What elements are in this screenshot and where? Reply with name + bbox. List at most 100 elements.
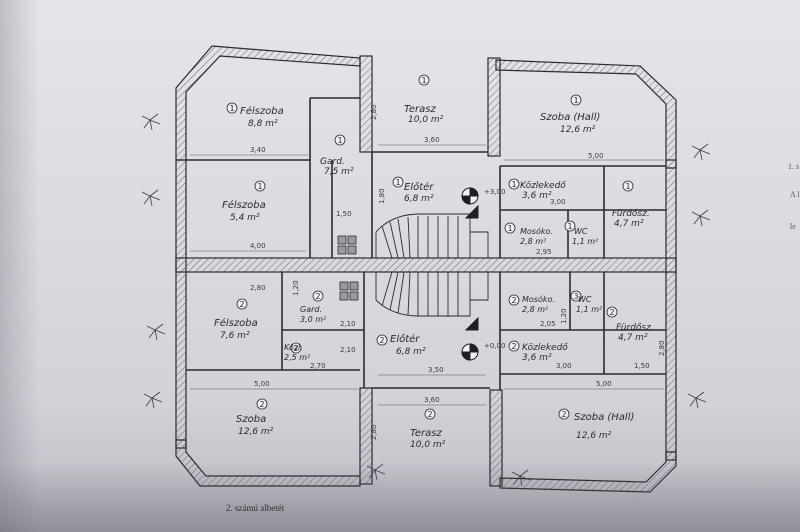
- room-area: 6,8 m²: [396, 347, 426, 357]
- dim-label: 2,80: [370, 424, 378, 440]
- dim-label: 3,60: [424, 396, 440, 404]
- num-label: 1: [573, 96, 578, 105]
- wall-upper-left: [175, 45, 361, 161]
- room-name: Gard.: [300, 305, 322, 314]
- dim-label: 1,20: [560, 308, 568, 324]
- room-name: Terasz: [404, 104, 436, 115]
- plan-caption: 2. számú albetét: [226, 503, 285, 513]
- dim-label: 4,00: [250, 242, 266, 250]
- level-marker-upper: [461, 187, 479, 219]
- num-label: 2: [379, 336, 384, 345]
- num-label: 1: [421, 76, 426, 85]
- dim-label: 2,70: [310, 362, 326, 370]
- room-area: 12,6 m²: [576, 431, 612, 441]
- level-label: +3,00: [484, 188, 505, 196]
- dim-label: 1,50: [336, 210, 352, 218]
- tree-icon: [143, 391, 163, 409]
- wall-middle-slab: [175, 257, 677, 273]
- dim-label: 2,10: [340, 346, 356, 354]
- margin-note: A l: [790, 190, 800, 199]
- wall-terasz-lower-left: [359, 387, 373, 485]
- room-name: WC: [578, 295, 592, 304]
- room-name: Mosóko.: [522, 294, 555, 304]
- num-label: 1: [257, 182, 262, 191]
- num-label: 2: [427, 410, 432, 419]
- room-area: 8,8 m²: [248, 119, 278, 129]
- room-area: 1,1 m²: [572, 237, 599, 246]
- wall-right: [665, 159, 677, 461]
- room-name: Előtér: [390, 333, 420, 345]
- dim-label: 5,00: [596, 380, 612, 388]
- room-labels-upper: Félszoba 8,8 m² Terasz 10,0 m² Szoba (Ha…: [222, 104, 650, 246]
- num-label: 2: [561, 410, 566, 419]
- level-marker-lower: [461, 316, 479, 361]
- dim-label: 2,80: [250, 284, 266, 292]
- tree-icon: [146, 323, 166, 341]
- room-area: 3,6 m²: [522, 353, 552, 363]
- room-area: 4,7 m²: [618, 333, 648, 343]
- room-area: 4,7 m²: [614, 219, 644, 229]
- room-area: 2,8 m²: [522, 305, 549, 314]
- num-label: 3: [573, 292, 578, 301]
- room-area: 3,0 m²: [300, 315, 327, 324]
- dim-label: 2,80: [370, 104, 378, 120]
- dim-label: 5,00: [254, 380, 270, 388]
- wall-lower-right: [499, 451, 677, 493]
- room-area: 1,1 m²: [576, 305, 603, 314]
- wall-left: [175, 159, 187, 449]
- num-label: 1: [229, 104, 234, 113]
- room-area: 6,8 m²: [404, 194, 434, 204]
- dim-label: 2,10: [340, 320, 356, 328]
- dim-label: 3,40: [250, 146, 266, 154]
- dim-label: 2,80: [658, 340, 666, 356]
- room-name: Fürdősz.: [616, 323, 654, 333]
- room-name: Szoba: [236, 414, 266, 425]
- num-label: 1: [625, 182, 630, 191]
- num-label: 1: [567, 222, 572, 231]
- room-number-digits: 1 1 1 1 1 1 1 1 1 1 2 2 2 3 2 2 2 2 2 2 …: [229, 76, 630, 419]
- room-area: 2,5 m²: [284, 353, 311, 362]
- tree-icon: [141, 113, 161, 131]
- page-shadow-left: [0, 0, 40, 532]
- dim-label: 1,20: [292, 280, 300, 296]
- room-area: 7,6 m²: [220, 331, 250, 341]
- room-area: 3,6 m²: [522, 191, 552, 201]
- tree-icon: [366, 463, 386, 481]
- tree-icon: [691, 143, 711, 161]
- num-label: 2: [315, 292, 320, 301]
- num-label: 1: [507, 224, 512, 233]
- dim-label: 5,00: [588, 152, 604, 160]
- room-area: 12,6 m²: [560, 125, 596, 135]
- num-label: 2: [259, 400, 264, 409]
- chimney-blocks: [337, 235, 359, 301]
- room-name: Szoba (Hall): [574, 412, 634, 423]
- num-label: 2: [609, 308, 614, 317]
- wall-terasz-upper-right: [487, 57, 501, 157]
- room-area: 10,0 m²: [408, 115, 444, 125]
- num-label: 1: [511, 180, 516, 189]
- room-name: Közlekedő: [522, 343, 568, 353]
- room-name: Félszoba: [222, 199, 266, 211]
- num-label: 1: [395, 178, 400, 187]
- staircase-upper: [375, 213, 489, 259]
- level-label: +0,00: [484, 342, 505, 350]
- interior-walls: [186, 97, 666, 390]
- room-name: WC: [574, 227, 588, 236]
- room-name: Szoba (Hall): [540, 112, 600, 123]
- room-area: 10,0 m²: [410, 440, 446, 450]
- wall-terasz-lower-right: [489, 389, 503, 487]
- room-name: Fürdősz.: [612, 209, 650, 219]
- dim-label: 3,50: [428, 366, 444, 374]
- outer-walls: [175, 45, 677, 493]
- room-name: Terasz: [410, 428, 442, 439]
- room-name: Mosóko.: [520, 226, 553, 236]
- room-name: Előtér: [404, 181, 434, 193]
- page-shadow-bottom: [0, 462, 800, 532]
- room-name: Közl.: [284, 343, 303, 352]
- dimension-labels: 3,40 3,60 5,00 4,00 1,50 3,00 2,95 2,80 …: [250, 104, 666, 440]
- margin-note: 1. s: [788, 162, 800, 171]
- num-label: 2: [511, 296, 516, 305]
- num-label: 2: [293, 344, 298, 353]
- tree-icon: [141, 189, 161, 207]
